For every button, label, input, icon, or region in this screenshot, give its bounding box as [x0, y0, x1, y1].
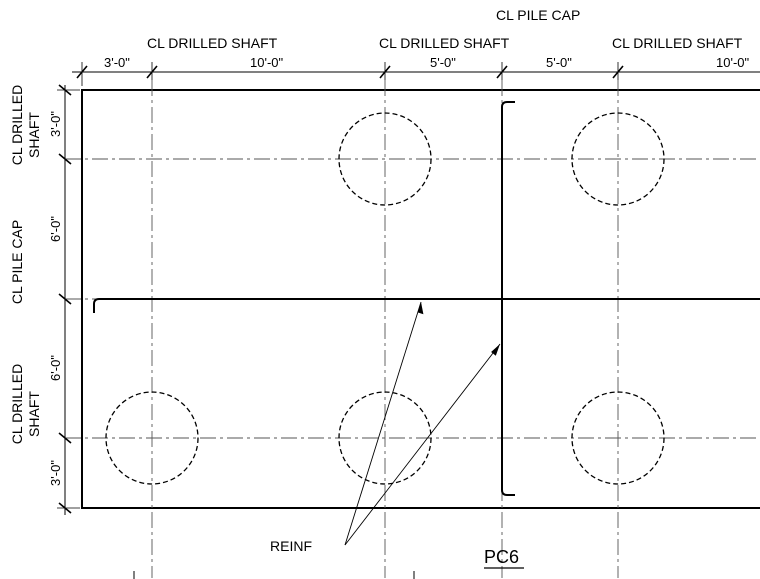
drilled-shaft-upper-middle	[338, 112, 432, 206]
label-cl-drilled-shaft-1: CL DRILLED SHAFT	[147, 35, 278, 51]
drilled-shaft-lower-middle	[338, 391, 432, 485]
reinf-arrowhead-2	[491, 344, 500, 356]
left-extension-lines	[57, 89, 80, 509]
left-dim-3: 6'-0"	[48, 355, 63, 381]
left-dim-1: 3'-0"	[48, 111, 63, 137]
label-left-shaft-lower: SHAFT	[26, 391, 42, 437]
drilled-shaft-lower-left	[105, 391, 199, 485]
reinf-arrowhead-1	[417, 302, 424, 315]
drilled-shaft-lower-right	[571, 391, 665, 485]
label-left-shaft-upper: SHAFT	[26, 112, 42, 158]
left-dim-4: 3'-0"	[48, 460, 63, 486]
label-left-cl-drilled-upper: CL DRILLED	[9, 85, 25, 165]
label-cl-pile-cap-top: CL PILE CAP	[496, 7, 580, 23]
top-dim-4: 5'-0"	[546, 55, 572, 70]
label-cl-drilled-shaft-2: CL DRILLED SHAFT	[379, 35, 510, 51]
reinforcement-bar-vertical	[501, 101, 515, 496]
label-left-cl-drilled-lower: CL DRILLED	[9, 364, 25, 444]
top-dim-1: 3'-0"	[104, 55, 130, 70]
reinf-leaders	[344, 301, 501, 546]
label-left-cl-pile-cap: CL PILE CAP	[9, 220, 25, 304]
left-dim-2: 6'-0"	[48, 216, 63, 242]
label-reinf: REINF	[270, 538, 312, 554]
top-dim-3: 5'-0"	[430, 55, 456, 70]
drilled-shafts	[105, 112, 665, 485]
label-cl-drilled-shaft-3: CL DRILLED SHAFT	[612, 35, 743, 51]
bottom-stubs	[133, 571, 415, 579]
top-extension-lines	[81, 62, 619, 86]
drawing-title: PC6	[484, 547, 519, 567]
top-dim-2: 10'-0"	[250, 55, 284, 70]
pile-cap-outline	[81, 89, 760, 509]
reinforcement-bar-horizontal	[93, 298, 760, 313]
drilled-shaft-upper-right	[571, 112, 665, 206]
top-dim-5: 10'-0"	[716, 55, 750, 70]
